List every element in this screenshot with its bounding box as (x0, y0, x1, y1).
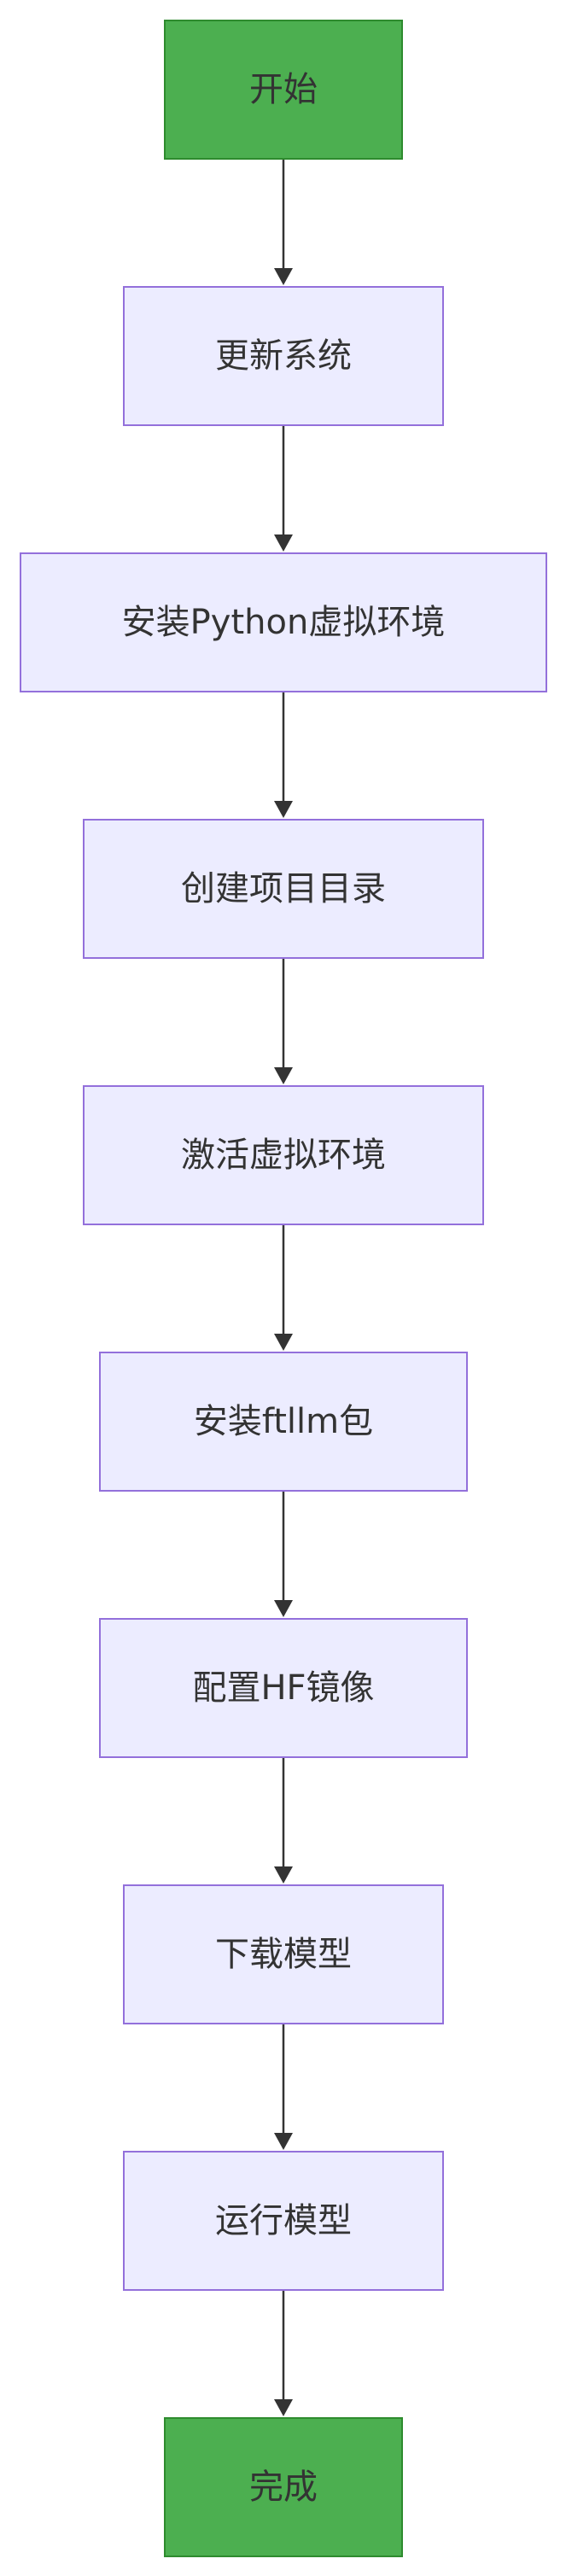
node-create-project-dir: 创建项目目录 (83, 819, 484, 959)
edge-start-to-update-system (274, 159, 293, 285)
node-box-run-model (123, 2151, 444, 2291)
node-configure-hf-mirror: 配置HF镜像 (99, 1618, 468, 1758)
node-activate-venv: 激活虚拟环境 (83, 1085, 484, 1225)
node-download-model: 下载模型 (123, 1884, 444, 2024)
node-box-update-system (123, 286, 444, 426)
edges (274, 159, 293, 2416)
arrow-head-icon (274, 1600, 293, 1617)
node-start: 开始 (164, 20, 403, 160)
arrow-head-icon (274, 1866, 293, 1884)
arrow-head-icon (274, 1334, 293, 1351)
arrow-head-icon (274, 1067, 293, 1084)
node-label-finish: 完成 (249, 2468, 318, 2507)
node-box-configure-hf-mirror (99, 1618, 468, 1758)
edge-run-model-to-finish (274, 2290, 293, 2416)
node-box-download-model (123, 1884, 444, 2024)
edge-install-ftllm-to-configure-hf-mirror (274, 1491, 293, 1617)
node-box-start (164, 20, 403, 160)
arrow-head-icon (274, 534, 293, 552)
edge-download-model-to-run-model (274, 2024, 293, 2150)
node-label-update-system: 更新系统 (215, 336, 352, 376)
node-install-ftllm: 安装ftllm包 (99, 1352, 468, 1492)
node-finish: 完成 (164, 2417, 403, 2557)
edge-activate-venv-to-install-ftllm (274, 1224, 293, 1351)
node-label-download-model: 下载模型 (215, 1935, 352, 1974)
nodes: 开始更新系统安装Python虚拟环境创建项目目录激活虚拟环境安装ftllm包配置… (20, 20, 547, 2557)
node-label-configure-hf-mirror: 配置HF镜像 (192, 1668, 374, 1708)
node-run-model: 运行模型 (123, 2151, 444, 2291)
arrow-head-icon (274, 2133, 293, 2150)
node-label-activate-venv: 激活虚拟环境 (181, 1136, 386, 1175)
node-box-activate-venv (83, 1085, 484, 1225)
node-box-create-project-dir (83, 819, 484, 959)
node-label-run-model: 运行模型 (215, 2201, 352, 2240)
arrow-head-icon (274, 2399, 293, 2416)
node-label-install-python-venv: 安装Python虚拟环境 (122, 603, 446, 642)
node-install-python-venv: 安装Python虚拟环境 (20, 552, 547, 692)
node-update-system: 更新系统 (123, 286, 444, 426)
node-box-install-ftllm (99, 1352, 468, 1492)
edge-configure-hf-mirror-to-download-model (274, 1757, 293, 1884)
arrow-head-icon (274, 268, 293, 285)
arrow-head-icon (274, 801, 293, 818)
edge-install-python-venv-to-create-project-dir (274, 692, 293, 818)
node-label-install-ftllm: 安装ftllm包 (194, 1402, 373, 1441)
edge-create-project-dir-to-activate-venv (274, 958, 293, 1084)
edge-update-system-to-install-python-venv (274, 425, 293, 552)
node-label-create-project-dir: 创建项目目录 (181, 869, 386, 908)
node-label-start: 开始 (249, 70, 318, 109)
node-box-finish (164, 2417, 403, 2557)
node-box-install-python-venv (20, 552, 547, 692)
